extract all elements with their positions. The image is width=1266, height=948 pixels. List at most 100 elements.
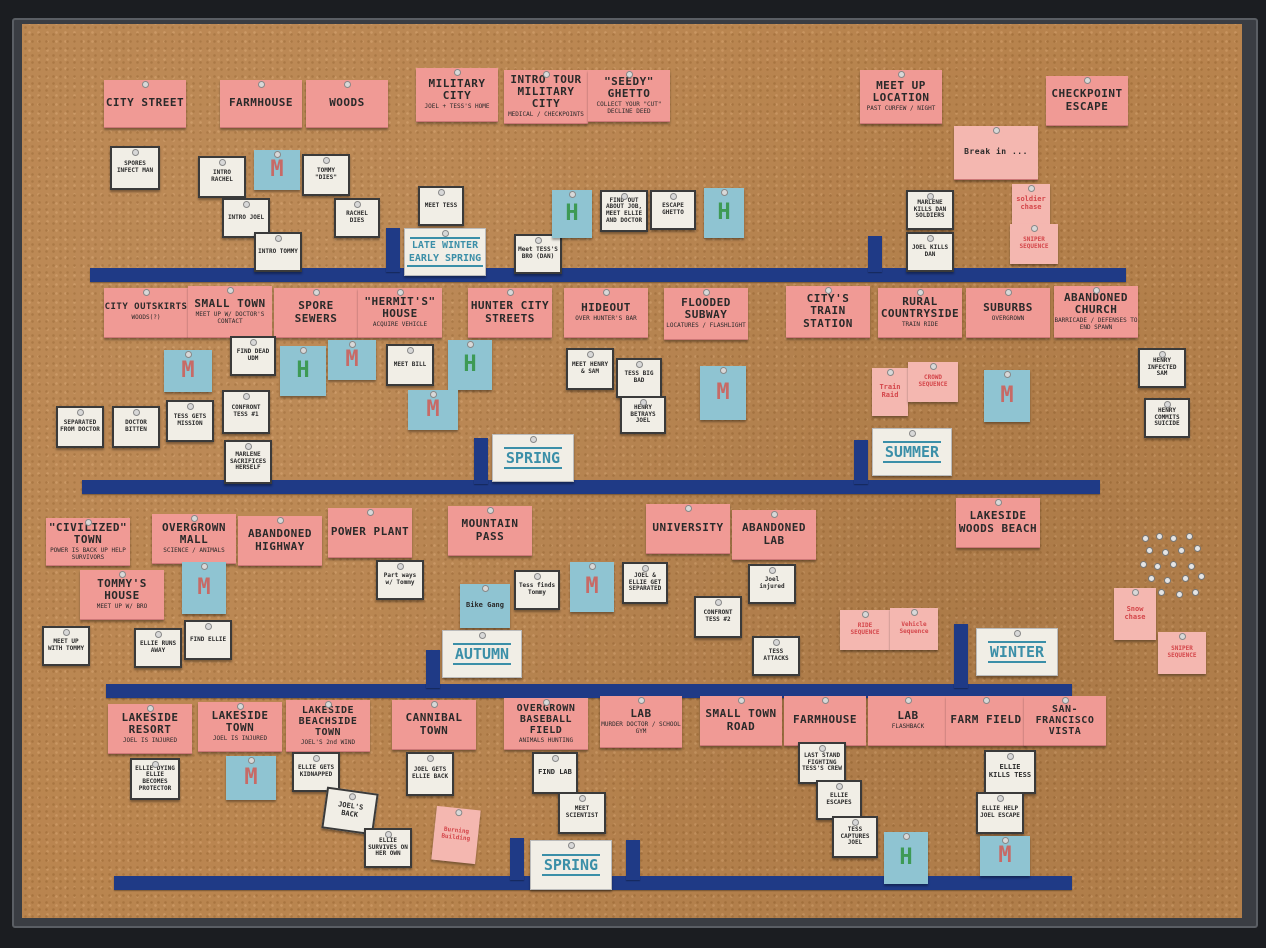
story-beat-card: CROWD SEQUENCE [908,362,958,402]
pushpin [1171,536,1176,541]
timeline-tape-3-tick-b [954,624,968,688]
story-beat-card: FIND LAB [532,752,578,794]
story-beat-card: Train Raid [872,368,908,416]
story-beat-card: FIND ELLIE [184,620,232,660]
location-card: POWER PLANT [328,508,412,558]
story-beat-card: soldier chase [1012,184,1050,224]
story-beat-card: MEET HENRY & SAM [566,348,614,390]
m-marker-card: M [408,390,458,430]
story-beat-card: ELLIE DYING ELLIE BECOMES PROTECTOR [130,758,180,800]
story-beat-card: Snow chase [1114,588,1156,640]
story-beat-card: CONFRONT TESS #1 [222,390,270,434]
location-card: CITY STREET [104,80,186,128]
story-beat-card: ELLIE SURVIVES ON HER OWN [364,828,412,868]
location-card: ABANDONED HIGHWAY [238,516,322,566]
story-beat-card: Burning Building [431,805,481,865]
pushpin [1189,564,1194,569]
story-beat-card: Tess finds Tommy [514,570,560,610]
location-card: CHECKPOINT ESCAPE [1046,76,1128,126]
story-beat-card: JOEL & ELLIE GET SEPARATED [622,562,668,604]
m-marker-card: M [328,340,376,380]
story-beat-card: SPORES INFECT MAN [110,146,160,190]
story-beat-card: ELLIE ESCAPES [816,780,862,820]
pushpin [1183,576,1188,581]
story-beat-card: MARLENE KILLS DAN SOLDIERS [906,190,954,230]
story-beat-card: TESS BIG BAD [616,358,662,398]
story-beat-card: FIND DEAD UDM [230,336,276,376]
pushpin [1163,550,1168,555]
location-card: SPORE SEWERS [274,288,358,338]
h-marker-card: H [280,346,326,396]
story-beat-card: INTRO JOEL [222,198,270,238]
m-marker-card: M [182,562,226,614]
pushpin [1199,574,1204,579]
story-beat-card: CONFRONT TESS #2 [694,596,742,638]
location-card: FARMHOUSE [784,696,866,746]
m-marker-card: M [164,350,212,392]
timeline-tape-1-tick-a [386,228,400,272]
story-beat-card: SEPARATED FROM DOCTOR [56,406,104,448]
story-beat-card: TESS GETS MISSION [166,400,214,442]
h-marker-card: H [704,188,744,238]
timeline-tape-2-tick-b [854,440,868,484]
m-marker-card: M [980,836,1030,876]
story-beat-card: ELLIE HELP JOEL ESCAPE [976,792,1024,834]
location-card: HUNTER CITY STREETS [468,288,552,338]
pushpin [1157,534,1162,539]
story-beat-card: HENRY COMMITS SUICIDE [1144,398,1190,438]
story-beat-card: Meet TESS'S BRO (DAN) [514,234,562,274]
season-card: SPRING [492,434,574,482]
timeline-tape-3 [106,684,1072,698]
pushpin [1195,546,1200,551]
m-marker-card: M [984,370,1030,422]
location-card: MOUNTAIN PASS [448,506,532,556]
story-beat-card: RACHEL DIES [334,198,380,238]
pushpin [1193,590,1198,595]
story-beat-card: SNIPER SEQUENCE [1010,224,1058,264]
season-card: LATE WINTER EARLY SPRING [404,228,486,276]
pushpin [1147,548,1152,553]
timeline-tape-4-tick-b [626,840,640,880]
story-beat-card: RIDE SEQUENCE [840,610,890,650]
pushpin [1177,592,1182,597]
pushpin [1171,562,1176,567]
pushpin [1143,536,1148,541]
pushpin [1141,562,1146,567]
story-beat-card: MEET SCIENTIST [558,792,606,834]
location-card: WOODS [306,80,388,128]
location-card: FARM FIELD [946,696,1026,746]
timeline-tape-1-tick-b [868,236,882,272]
pushpin [1149,576,1154,581]
timeline-tape-4-tick-a [510,838,524,880]
pushpin [1155,564,1160,569]
h-marker-card: H [884,832,928,884]
story-beat-card: INTRO RACHEL [198,156,246,198]
location-card: FARMHOUSE [220,80,302,128]
story-beat-card: TOMMY "DIES" [302,154,350,196]
location-card: ABANDONED LAB [732,510,816,560]
story-beat-card: DOCTOR BITTEN [112,406,160,448]
story-beat-card: MEET UP WITH TOMMY [42,626,90,666]
pushpin [1165,578,1170,583]
story-beat-card: INTRO TOMMY [254,232,302,272]
pushpin-cluster [1137,534,1209,604]
story-beat-card: ELLIE KILLS TESS [984,750,1036,794]
m-marker-card: M [254,150,300,190]
location-card: SMALL TOWN ROAD [700,696,782,746]
story-beat-card: LAST STAND FIGHTING TESS'S CREW [798,742,846,784]
story-beat-card: JOEL GETS ELLIE BACK [406,752,454,796]
